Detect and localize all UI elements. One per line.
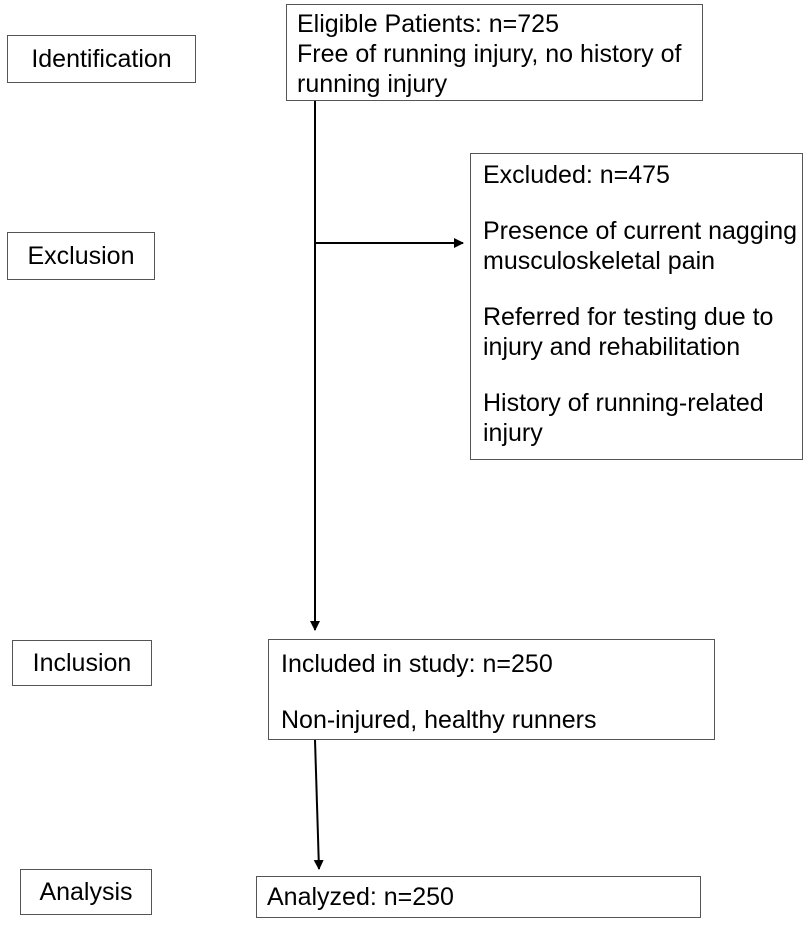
stage-label-analysis-text: Analysis xyxy=(39,878,133,906)
analyzed-box: Analyzed: n=250 xyxy=(256,876,701,918)
stage-label-inclusion-text: Inclusion xyxy=(32,649,132,677)
exclusion-reason-3-line-2: injury xyxy=(483,419,543,447)
stage-label-identification: Identification xyxy=(7,35,196,83)
stage-label-analysis: Analysis xyxy=(20,869,152,915)
excluded-count: Excluded: n=475 xyxy=(483,161,670,189)
analyzed-count: Analyzed: n=250 xyxy=(267,883,454,911)
eligible-criteria-line-2: running injury xyxy=(297,70,448,98)
eligible-patients-box: Eligible Patients: n=725 Free of running… xyxy=(286,4,703,101)
included-box: Included in study: n=250 Non-injured, he… xyxy=(268,639,715,740)
stage-label-inclusion: Inclusion xyxy=(12,640,152,686)
stage-label-identification-text: Identification xyxy=(31,45,172,73)
excluded-box: Excluded: n=475 Presence of current nagg… xyxy=(470,153,803,460)
stage-label-exclusion: Exclusion xyxy=(7,232,155,280)
arrow-included-to-analyzed xyxy=(313,739,324,870)
exclusion-reason-1-line-1: Presence of current nagging xyxy=(483,217,798,245)
eligible-patients-count: Eligible Patients: n=725 xyxy=(297,10,559,38)
included-description: Non-injured, healthy runners xyxy=(281,706,597,734)
included-count: Included in study: n=250 xyxy=(281,650,553,678)
exclusion-reason-1-line-2: musculoskeletal pain xyxy=(483,247,716,275)
eligible-criteria-line-1: Free of running injury, no history of xyxy=(297,40,682,68)
exclusion-reason-2-line-2: injury and rehabilitation xyxy=(483,333,741,361)
stage-label-exclusion-text: Exclusion xyxy=(27,242,135,270)
exclusion-reason-3-line-1: History of running-related xyxy=(483,389,764,417)
exclusion-reason-2-line-1: Referred for testing due to xyxy=(483,303,774,331)
